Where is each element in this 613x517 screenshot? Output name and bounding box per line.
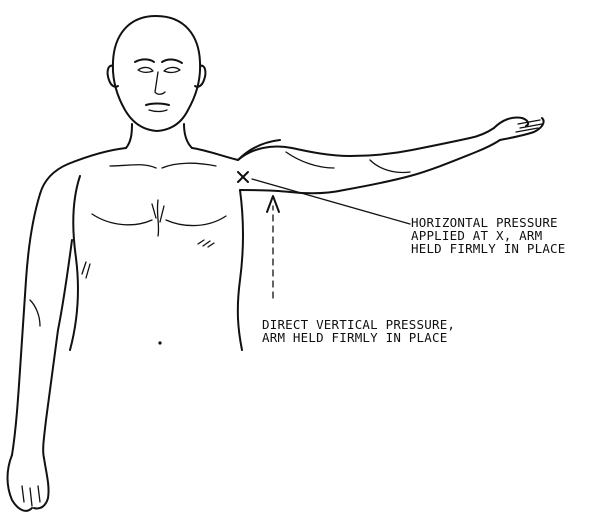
vertical-pressure-arrow (267, 196, 279, 298)
hanging-arm (8, 194, 73, 511)
head (108, 16, 206, 131)
horizontal-pressure-label: HORIZONTAL PRESSURE APPLIED AT X, ARM HE… (411, 216, 566, 255)
torso (70, 176, 243, 350)
pressure-point (238, 172, 410, 224)
vertical-pressure-label: DIRECT VERTICAL PRESSURE, ARM HELD FIRML… (262, 318, 455, 344)
horizontal-label-line-3: HELD FIRMLY IN PLACE (411, 242, 566, 255)
raised-arm (238, 117, 544, 193)
neck-and-shoulders (40, 124, 280, 194)
x-marker (238, 172, 248, 182)
vertical-label-line-2: ARM HELD FIRMLY IN PLACE (262, 331, 455, 344)
